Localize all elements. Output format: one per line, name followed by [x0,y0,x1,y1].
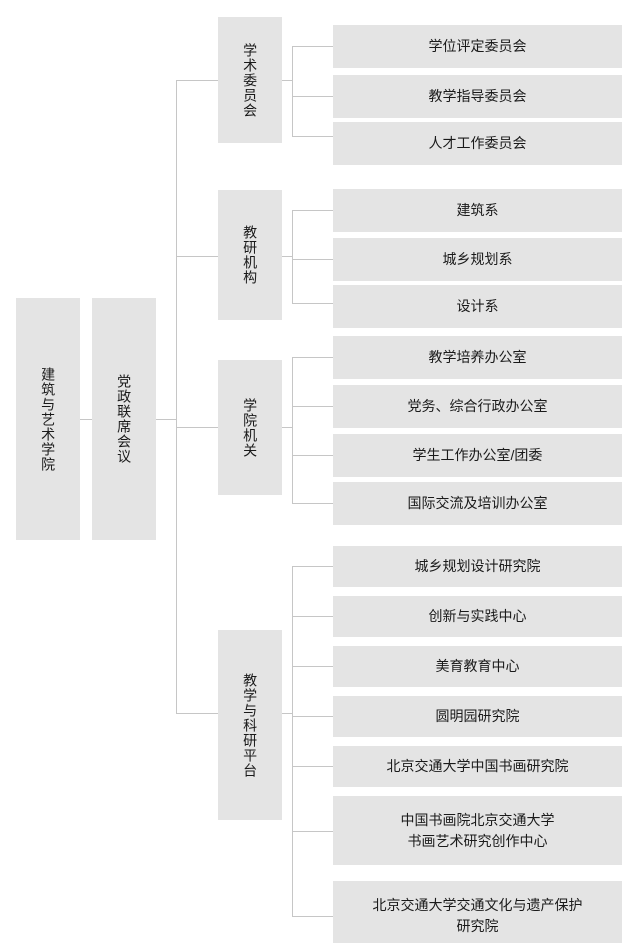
leaf-node-design-dept-label: 设计系 [456,298,499,315]
connector-group-4-child-6 [292,831,333,832]
group-node-academic-committee[interactable]: 学术委员会 [218,17,282,143]
connector-group-2-child-2 [292,259,333,260]
leaf-node-transport-culture-heritage-institute-label: 北京交通大学交通文化与遗产保护 研究院 [373,895,583,936]
connector-group-2-stem [282,256,292,257]
connector-group-1-spine [292,46,293,136]
connector-group-2-child-3 [292,303,333,304]
group-node-teaching-research-org-label: 教研机构 [242,225,259,285]
leaf-node-degree-committee-label: 学位评定委员会 [428,38,527,55]
group-node-college-administration-label: 学院机关 [242,397,259,458]
leaf-node-architecture-dept[interactable]: 建筑系 [333,189,622,232]
leaf-node-degree-committee[interactable]: 学位评定委员会 [333,25,622,68]
group-node-teaching-research-platform-label: 教学与科研平台 [242,672,259,778]
leaf-node-student-affairs-office-label: 学生工作办公室/团委 [412,447,543,464]
leaf-node-talent-work-committee-label: 人才工作委员会 [428,135,527,152]
connector-group-2-spine [292,210,293,303]
group-node-teaching-research-platform[interactable]: 教学与科研平台 [218,630,282,820]
connector-group-1-child-3 [292,136,333,137]
leaf-node-urban-rural-planning-institute-label: 城乡规划设计研究院 [414,558,541,575]
connector-group-2-child-1 [292,210,333,211]
leaf-line-2: 研究院 [456,917,499,934]
leaf-node-aesthetic-education-center[interactable]: 美育教育中心 [333,646,622,687]
connector-group-4-child-2 [292,616,333,617]
leaf-node-urban-rural-planning-dept[interactable]: 城乡规划系 [333,238,622,281]
connector-group-4-child-4 [292,716,333,717]
connector-group-3-child-4 [292,503,333,504]
connector-joint-to-trunk [156,419,176,420]
leaf-node-urban-rural-planning-institute[interactable]: 城乡规划设计研究院 [333,546,622,587]
leaf-line-2: 书画艺术研究创作中心 [407,832,548,849]
leaf-node-innovation-practice-center-label: 创新与实践中心 [428,608,527,625]
leaf-node-innovation-practice-center[interactable]: 创新与实践中心 [333,596,622,637]
leaf-node-party-admin-office[interactable]: 党务、综合行政办公室 [333,385,622,428]
connector-group-3-child-3 [292,455,333,456]
leaf-node-international-exchange-office[interactable]: 国际交流及培训办公室 [333,482,622,525]
leaf-node-international-exchange-office-label: 国际交流及培训办公室 [407,495,548,512]
leaf-node-aesthetic-education-center-label: 美育教育中心 [435,658,520,675]
root-node-joint-meeting[interactable]: 党政联席会议 [92,298,156,540]
connector-group-3-child-2 [292,406,333,407]
leaf-line-1: 北京交通大学交通文化与遗产保护 [372,897,583,914]
connector-root-to-joint [80,419,92,420]
connector-group-1-child-1 [292,46,333,47]
group-node-college-administration[interactable]: 学院机关 [218,360,282,495]
leaf-node-teaching-training-office-label: 教学培养办公室 [428,349,527,366]
leaf-node-transport-culture-heritage-institute[interactable]: 北京交通大学交通文化与遗产保护 研究院 [333,881,622,943]
connector-trunk-to-group-2 [176,256,218,257]
connector-group-3-child-1 [292,357,333,358]
leaf-node-urban-rural-planning-dept-label: 城乡规划系 [442,251,513,268]
connector-main-trunk [176,80,177,714]
leaf-node-calligraphy-painting-institute-label: 北京交通大学中国书画研究院 [386,758,569,775]
connector-group-3-spine [292,357,293,503]
connector-group-4-stem [282,713,292,714]
leaf-node-architecture-dept-label: 建筑系 [456,202,499,219]
connector-group-1-stem [282,80,292,81]
connector-group-3-stem [282,427,292,428]
leaf-line-1: 中国书画院北京交通大学 [400,812,555,829]
group-node-teaching-research-org[interactable]: 教研机构 [218,190,282,320]
leaf-node-calligraphy-painting-institute[interactable]: 北京交通大学中国书画研究院 [333,746,622,787]
connector-trunk-to-group-1 [176,80,218,81]
connector-group-1-child-2 [292,96,333,97]
leaf-node-calligraphy-art-research-center-label: 中国书画院北京交通大学 书画艺术研究创作中心 [401,810,555,851]
group-node-academic-committee-label: 学术委员会 [242,42,259,118]
connector-trunk-to-group-3 [176,427,218,428]
connector-group-4-child-1 [292,566,333,567]
leaf-node-yuanmingyuan-institute-label: 圆明园研究院 [435,708,520,725]
leaf-node-talent-work-committee[interactable]: 人才工作委员会 [333,122,622,165]
leaf-node-yuanmingyuan-institute[interactable]: 圆明园研究院 [333,696,622,737]
connector-group-4-child-3 [292,666,333,667]
connector-trunk-to-group-4 [176,713,218,714]
leaf-node-teaching-guidance-committee[interactable]: 教学指导委员会 [333,75,622,118]
root-node-college-label: 建筑与艺术学院 [40,366,57,472]
leaf-node-party-admin-office-label: 党务、综合行政办公室 [407,398,548,415]
leaf-node-teaching-guidance-committee-label: 教学指导委员会 [428,88,527,105]
leaf-node-design-dept[interactable]: 设计系 [333,285,622,328]
leaf-node-teaching-training-office[interactable]: 教学培养办公室 [333,336,622,379]
connector-group-4-spine [292,566,293,916]
connector-group-4-child-5 [292,766,333,767]
root-node-college[interactable]: 建筑与艺术学院 [16,298,80,540]
connector-group-4-child-7 [292,916,333,917]
leaf-node-calligraphy-art-research-center[interactable]: 中国书画院北京交通大学 书画艺术研究创作中心 [333,796,622,865]
leaf-node-student-affairs-office[interactable]: 学生工作办公室/团委 [333,434,622,477]
root-node-joint-meeting-label: 党政联席会议 [116,374,133,464]
